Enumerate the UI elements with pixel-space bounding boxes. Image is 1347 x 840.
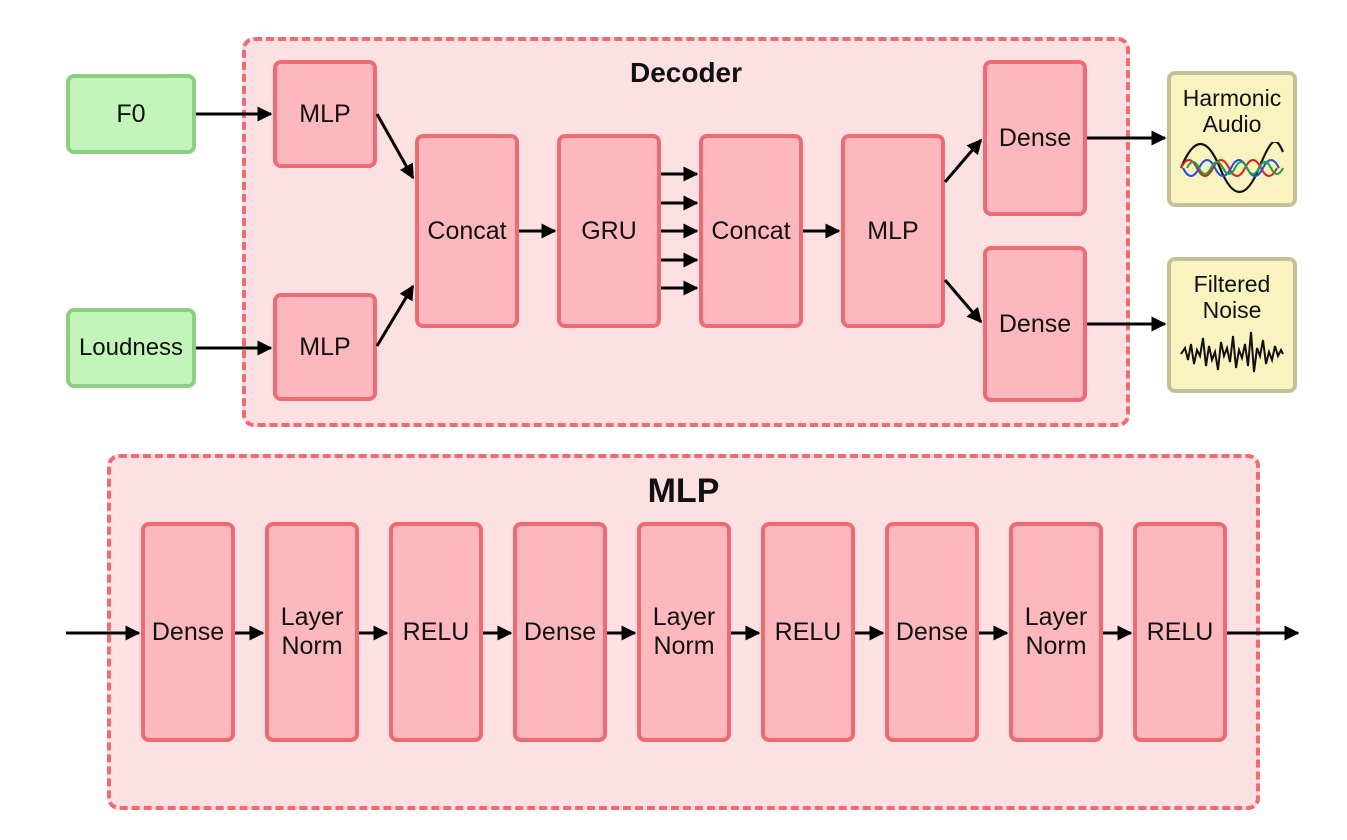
arrow-mlp-bottom-to-concat [375, 284, 415, 347]
mlp-block-top: MLP [273, 60, 377, 168]
harmonic-audio-label: Harmonic Audio [1182, 85, 1282, 138]
mlp-layer-4: Dense [513, 522, 607, 742]
concat-block-2: Concat [699, 134, 803, 328]
mlp-layer-3: RELU [389, 522, 483, 742]
mlp-layer-5: Layer Norm [637, 522, 731, 742]
gru-block: GRU [557, 134, 661, 328]
filtered-noise-label: Filtered Noise [1193, 271, 1271, 324]
mlp-layer-6: RELU [761, 522, 855, 742]
harmonic-audio-output: Harmonic Audio [1167, 71, 1297, 207]
mlp-layer-2: Layer Norm [265, 522, 359, 742]
arrow-mlp-top-to-concat [375, 113, 415, 180]
sine-waves-icon [1179, 141, 1285, 193]
f0-input: F0 [66, 74, 196, 154]
dense-block-top: Dense [983, 60, 1087, 216]
loudness-input: Loudness [66, 308, 196, 388]
mlp-layer-8: Layer Norm [1009, 522, 1103, 742]
decoder-title: Decoder [629, 57, 743, 88]
mlp-layer-7: Dense [885, 522, 979, 742]
mlp-layer-1: Dense [141, 522, 235, 742]
arrow-mlp-to-dense-top [943, 138, 983, 183]
mlp-layer-9: RELU [1133, 522, 1227, 742]
noise-waveform-icon [1180, 331, 1284, 372]
arrow-mlp-to-dense-bottom [943, 279, 983, 324]
concat-block-1: Concat [415, 134, 519, 328]
mlp-title: MLP [647, 472, 720, 510]
filtered-noise-output: Filtered Noise [1167, 257, 1297, 393]
dense-block-bottom: Dense [983, 246, 1087, 402]
mlp-block-mid: MLP [841, 134, 945, 328]
mlp-block-bottom: MLP [273, 293, 377, 401]
